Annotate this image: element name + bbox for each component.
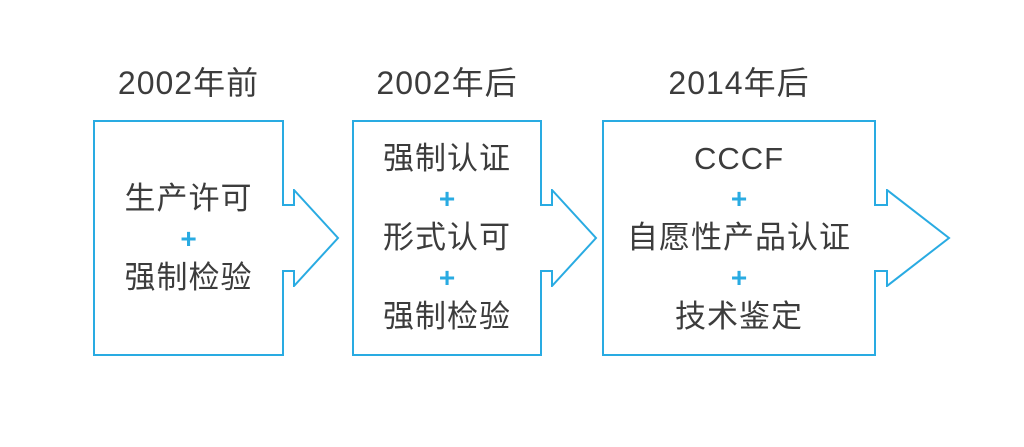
stage-item: 自愿性产品认证 [627, 220, 851, 255]
stage-item: 强制检验 [124, 259, 253, 295]
stage-box-before-2002: 生产许可 + 强制检验 [93, 120, 284, 356]
plus-separator: + [438, 262, 456, 293]
plus-separator: + [730, 262, 748, 293]
stage-item: CCCF [693, 141, 785, 176]
plus-separator: + [438, 183, 456, 214]
stage-title-after-2014: 2014年后 [668, 65, 810, 101]
stage-item: 形式认可 [383, 220, 511, 255]
stage-item: 强制认证 [383, 141, 511, 176]
flow-arrow-shape [540, 189, 598, 287]
stage-box-after-2014: CCCF + 自愿性产品认证 + 技术鉴定 [602, 120, 876, 356]
flow-arrow-icon [540, 189, 598, 287]
stage-title-before-2002: 2002年前 [117, 65, 260, 101]
plus-separator: + [180, 222, 197, 254]
flow-arrow-shape [874, 189, 951, 287]
stage-item: 技术鉴定 [675, 299, 803, 334]
stage-item: 生产许可 [124, 180, 253, 216]
flow-arrow-icon [282, 189, 340, 287]
flow-arrow-shape [282, 189, 340, 287]
stage-box-after-2002: 强制认证 + 形式认可 + 强制检验 [352, 120, 542, 356]
stage-item: 强制检验 [383, 299, 511, 334]
stage-title-after-2002: 2002年后 [376, 65, 518, 101]
flow-arrow-icon [874, 189, 951, 287]
plus-separator: + [730, 183, 748, 214]
